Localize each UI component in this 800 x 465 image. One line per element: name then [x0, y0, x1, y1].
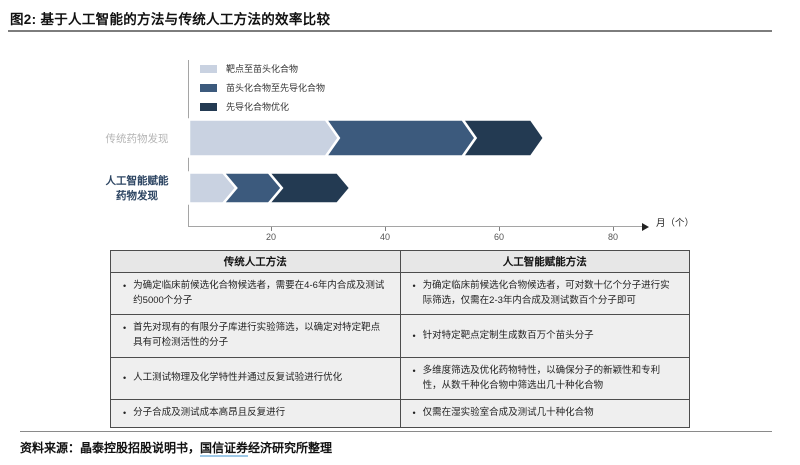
legend-label: 先导化合物优化 — [226, 102, 290, 112]
column-header-traditional: 传统人工方法 — [110, 250, 401, 273]
cell-text: 针对特定靶点定制生成数百万个苗头分子 — [422, 329, 594, 341]
cell-traditional-1: • 为确定临床前候选化合物候选者，需要在4-6年内合成及测试约5000个分子 — [123, 279, 386, 308]
cell-traditional-3: • 人工测试物理及化学特性并通过反复试验进行优化 — [123, 371, 386, 386]
source-line: 资料来源：晶泰控股招股说明书，国信证券经济研究所整理 — [20, 439, 333, 457]
table-header-row: 传统人工方法 人工智能赋能方法 — [110, 250, 690, 273]
bullet-icon: • — [412, 281, 416, 291]
bullet-icon: • — [412, 330, 416, 341]
title-divider — [8, 30, 772, 32]
figure-title: 图2: 基于人工智能的方法与传统人工方法的效率比较 — [10, 12, 331, 27]
source-broker-link[interactable]: 国信证券 — [200, 441, 249, 457]
series-label-ai: 人工智能赋能 药物发现 — [105, 175, 169, 202]
cell-traditional-2: • 首先对现有的有限分子库进行实验筛选，以确定对特定靶点具有可检测活性的分子 — [123, 321, 386, 350]
table-row: • 分子合成及测试成本高昂且反复进行 • 仅需在湿实验室合成及测试几十种化合物 — [110, 399, 690, 429]
tick-mark — [613, 227, 614, 231]
table-row: • 首先对现有的有限分子库进行实验筛选，以确定对特定靶点具有可检测活性的分子 • 针… — [110, 314, 690, 358]
arrow-bar-traditional — [187, 118, 546, 158]
tick-mark — [499, 227, 500, 231]
legend-item-lead-optimization: 先导化合物优化 — [200, 100, 325, 113]
legend-swatch-dark — [200, 102, 217, 111]
cell-text: 分子合成及测试成本高昂且反复进行 — [133, 407, 286, 419]
footer-divider — [20, 431, 772, 432]
arrow-bar-ai — [187, 171, 352, 205]
tick-label: 20 — [265, 232, 277, 242]
chart-legend: 靶点至苗头化合物 苗头化合物至先导化合物 先导化合物优化 — [200, 62, 325, 113]
bullet-icon: • — [123, 281, 127, 291]
tick-label: 60 — [493, 232, 505, 242]
tick-label: 40 — [379, 232, 391, 242]
table-row: • 人工测试物理及化学特性并通过反复试验进行优化 • 多维度筛选及优化药物特性，以确… — [110, 356, 690, 401]
bullet-icon: • — [123, 373, 127, 384]
legend-label: 靶点至苗头化合物 — [226, 64, 299, 74]
cell-ai-4: • 仅需在湿实验室合成及测试几十种化合物 — [413, 406, 676, 421]
comparison-table: 传统人工方法 人工智能赋能方法 • 为确定临床前候选化合物候选者，需要在4-6年内… — [110, 250, 690, 429]
legend-swatch-medium — [200, 83, 217, 92]
source-prefix: 资料来源：晶泰控股招股说明书， — [20, 441, 201, 455]
cell-ai-2: • 针对特定靶点定制生成数百万个苗头分子 — [413, 329, 676, 344]
series-label-traditional: 传统药物发现 — [105, 133, 169, 145]
bullet-icon: • — [412, 365, 416, 376]
tick-mark — [271, 227, 272, 231]
cell-text: 多维度筛选及优化药物特性，以确保分子的新颖性和专利性，从数千种化合物中筛选出几十… — [422, 364, 661, 391]
legend-swatch-light — [200, 64, 217, 73]
table-row: • 为确定临床前候选化合物候选者，需要在4-6年内合成及测试约5000个分子 • 为… — [110, 271, 690, 316]
legend-item-hit-to-lead: 苗头化合物至先导化合物 — [200, 81, 325, 94]
bullet-icon: • — [412, 408, 416, 419]
cell-text: 为确定临床前候选化合物候选者，需要在4-6年内合成及测试约5000个分子 — [133, 280, 385, 306]
tick-label: 80 — [607, 232, 619, 242]
cell-text: 人工测试物理及化学特性并通过反复试验进行优化 — [133, 372, 343, 384]
legend-label: 苗头化合物至先导化合物 — [226, 83, 326, 93]
cell-text: 首先对现有的有限分子库进行实验筛选，以确定对特定靶点具有可检测活性的分子 — [133, 322, 381, 349]
cell-ai-1: • 为确定临床前候选化合物候选者，可对数十亿个分子进行实际筛选，仅需在2-3年内合… — [413, 279, 676, 308]
column-header-ai: 人工智能赋能方法 — [399, 250, 690, 273]
axis-unit-label: 月（个） — [656, 218, 695, 229]
tick-mark — [385, 227, 386, 231]
legend-item-target-to-hit: 靶点至苗头化合物 — [200, 62, 325, 75]
axis-arrow-icon — [642, 222, 649, 231]
bullet-icon: • — [123, 408, 127, 419]
cell-text: 为确定临床前候选化合物候选者，可对数十亿个分子进行实际筛选，仅需在2-3年内合成… — [422, 280, 670, 306]
source-suffix: 经济研究所整理 — [248, 441, 333, 455]
bullet-icon: • — [123, 323, 127, 334]
cell-traditional-4: • 分子合成及测试成本高昂且反复进行 — [123, 406, 386, 421]
chart-plot-area: 20 40 60 80 月（个） — [187, 60, 694, 242]
cell-ai-3: • 多维度筛选及优化药物特性，以确保分子的新颖性和专利性，从数千种化合物中筛选出几… — [413, 364, 676, 393]
cell-text: 仅需在湿实验室合成及测试几十种化合物 — [422, 407, 594, 419]
